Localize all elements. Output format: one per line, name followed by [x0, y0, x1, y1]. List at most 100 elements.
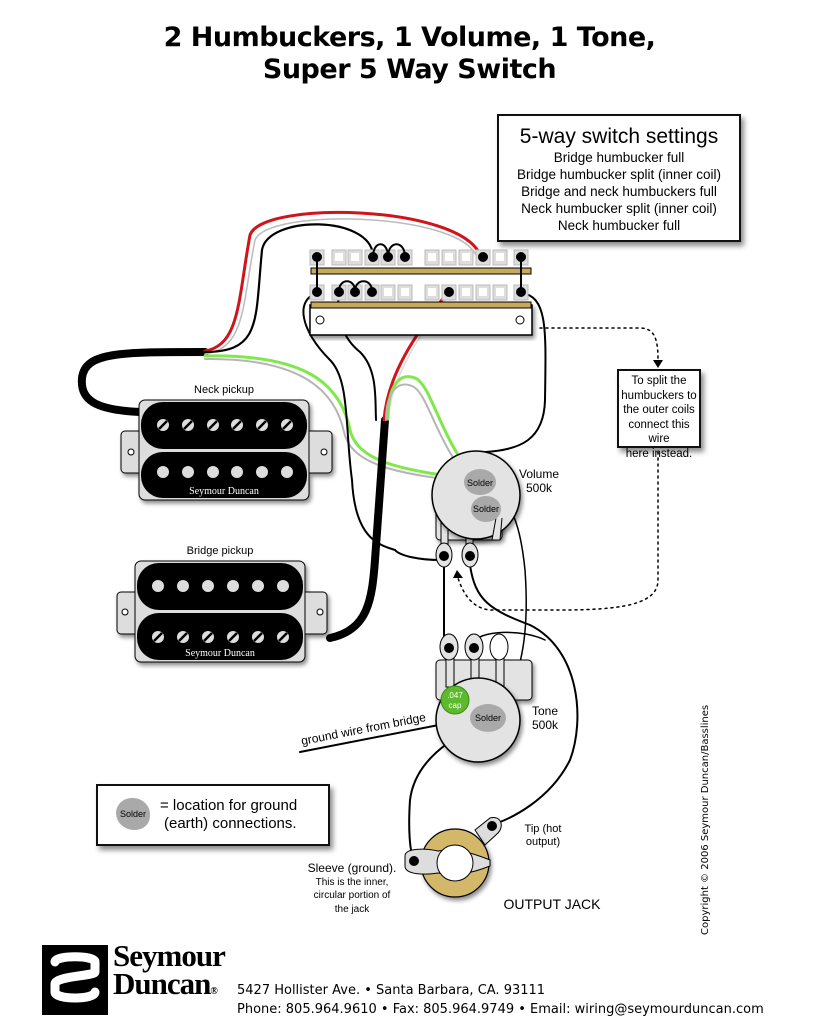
switch-solder-points — [312, 252, 526, 297]
slug-pole-piece — [281, 466, 293, 478]
tone-value: 500k — [531, 718, 559, 732]
bridge-pickup-label: Bridge pickup — [186, 545, 254, 557]
bridge-coil-top — [137, 563, 303, 610]
switch-lug-slot — [462, 288, 470, 296]
jack-center — [436, 844, 474, 882]
sleeve-line-4: the jack — [334, 903, 370, 915]
neck-pickup-label: Neck pickup — [194, 384, 254, 396]
five-way-switch — [309, 304, 533, 336]
split-dotted-return — [457, 451, 659, 611]
sleeve-line-1: Sleeve (ground). — [307, 861, 397, 875]
volume-ground-lug — [491, 517, 503, 541]
switch-lug-slot — [384, 288, 392, 296]
tone-name: Tone — [531, 704, 559, 718]
screw-slot — [158, 420, 168, 430]
neck-green-wire — [203, 354, 480, 482]
split-arrow-up-icon — [453, 570, 463, 578]
legend-text: = location for ground (earth) connection… — [160, 797, 297, 833]
split-note-line-5: here instead. — [625, 447, 693, 460]
slug-pole-piece — [231, 466, 243, 478]
screw-slot — [178, 632, 188, 642]
neck-hot-wire — [203, 210, 482, 353]
switch-mount-hole-right — [515, 315, 525, 325]
legend-line-1: = location for ground — [160, 797, 298, 814]
screw-slot — [203, 632, 213, 642]
screw-slot — [282, 420, 292, 430]
volume-output-to-jack — [469, 564, 579, 827]
screw-slot — [257, 420, 267, 430]
switch-base — [309, 304, 533, 336]
switch-lug-slot — [351, 253, 359, 261]
switch-lug-slot — [428, 253, 436, 261]
diagram-title: 2 Humbuckers, 1 Volume, 1 Tone, Super 5 … — [0, 22, 819, 86]
switch-bar-top — [310, 267, 532, 275]
volume-pot-body — [431, 450, 521, 540]
switch-lug-slot — [496, 253, 504, 261]
tone-capacitor — [440, 685, 470, 715]
slug-pole-piece — [207, 466, 219, 478]
switch-lug-slot — [462, 253, 470, 261]
neck-black-wire — [203, 223, 375, 354]
brand-name: Seymour Duncan® — [113, 938, 226, 1006]
switch-bar-bottom — [310, 301, 532, 309]
sleeve-label: Sleeve (ground). This is the inner, circ… — [296, 861, 408, 916]
neck-brand-label: Seymour Duncan — [189, 486, 259, 497]
bridge-bare-wire — [385, 383, 475, 487]
sleeve-line-3: circular portion of — [313, 890, 391, 901]
contact-info: 5427 Hollister Ave. • Santa Barbara, CA.… — [237, 981, 764, 1019]
screw-slot — [228, 632, 238, 642]
neck-pickup-cable — [77, 348, 209, 416]
bridge-green-wire — [386, 375, 480, 484]
registered-mark: ® — [210, 986, 218, 997]
switch-position-4: Neck humbucker split (inner coil) — [521, 201, 717, 216]
volume-solder-2 — [471, 496, 501, 522]
volume-solder-label-2: Solder — [473, 504, 499, 514]
neck-pickup — [120, 399, 333, 501]
cap-value-label: .047 — [447, 691, 463, 700]
tone-solder — [470, 704, 506, 732]
switch-position-5: Neck humbucker full — [557, 218, 681, 233]
screw-slot — [153, 632, 163, 642]
switch-mount-hole-left — [315, 315, 325, 325]
tone-lug-3 — [489, 633, 509, 661]
seymour-duncan-logo-icon — [42, 945, 108, 1015]
split-arrow-down-icon — [653, 360, 663, 368]
switch-lug-slot — [428, 288, 436, 296]
screw-slot — [183, 420, 193, 430]
brand-line-1: Seymour — [113, 938, 226, 973]
neck-coil-bottom — [141, 452, 307, 498]
bridge-pickup — [116, 560, 328, 663]
split-dotted-line — [539, 327, 659, 361]
screw-slot — [253, 632, 263, 642]
screw-slot — [208, 420, 218, 430]
switch-position-3: Bridge and neck humbuckers full — [521, 184, 717, 199]
tip-label: Tip (hot output) — [518, 823, 568, 849]
volume-label: Volume 500k — [514, 467, 564, 495]
brand-line-2-wrap: Duncan® — [113, 968, 225, 1006]
neck-pole-pieces — [157, 419, 293, 478]
split-note-line-3: the outer coils — [623, 404, 695, 416]
switch-position-2: Bridge humbucker split (inner coil) — [516, 167, 722, 182]
split-note-line-1: To split the — [631, 375, 687, 387]
switch-lug-slot — [445, 253, 453, 261]
ground-wire-label: ground wire from bridge — [300, 710, 427, 748]
contact-line[interactable]: Phone: 805.964.9610 • Fax: 805.964.9749 … — [237, 1002, 764, 1017]
volume-value: 500k — [525, 481, 553, 495]
brand-line-2: Duncan — [113, 966, 211, 1001]
copyright-notice: Copyright © 2006 Seymour Duncan/Bassline… — [700, 704, 711, 935]
screw-slot — [232, 420, 242, 430]
cap-label: cap — [449, 701, 462, 710]
neck-coil-top — [141, 402, 307, 449]
volume-pot — [431, 450, 521, 568]
slug-pole-piece — [256, 466, 268, 478]
volume-solder-label-1: Solder — [467, 478, 493, 488]
bridge-pole-pieces — [152, 580, 289, 643]
address-line: 5427 Hollister Ave. • Santa Barbara, CA.… — [237, 983, 546, 998]
slug-pole-piece — [252, 580, 264, 592]
tip-line-1: Tip (hot — [524, 823, 562, 835]
tone-pot — [435, 633, 533, 763]
solder-legend-box: Solder = location for ground (earth) con… — [96, 784, 330, 846]
slug-pole-piece — [157, 466, 169, 478]
title-line-1: 2 Humbuckers, 1 Volume, 1 Tone, — [163, 22, 656, 53]
